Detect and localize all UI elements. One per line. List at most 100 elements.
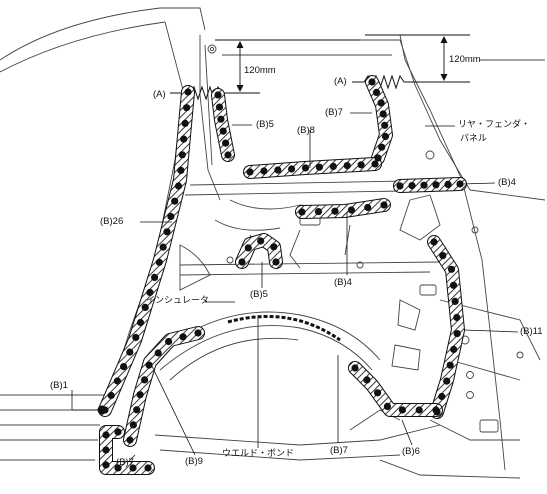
weld-b7-upper-label: (B)7 (325, 107, 343, 118)
band-b4-center-weld-point-6 (380, 201, 388, 209)
weld-zones (98, 75, 467, 475)
band-b11-weld-point-11 (438, 392, 446, 401)
band-b8-weld-point-9 (357, 161, 365, 169)
band-b26-weld-point-12 (155, 258, 163, 266)
weld-b1-label: (B)1 (50, 380, 68, 391)
band-b4-right-weld-point-3 (420, 181, 428, 189)
band-b8-weld-point-5 (301, 164, 310, 172)
band-b9-weld-point-1 (194, 329, 202, 337)
band-b5-lower-weld-point-2 (244, 244, 252, 252)
band-b26-weld-point-1 (184, 88, 192, 96)
band-b6-weld-point-4 (383, 402, 391, 410)
band-b9-weld-point-7 (136, 391, 144, 399)
weld-b4-right-label: (B)4 (498, 177, 516, 188)
weld-b8-label: (B)8 (297, 125, 315, 136)
band-b4-center-weld-point-1 (298, 208, 306, 216)
band-b11-weld-point-9 (446, 361, 454, 369)
band-b11-weld-point-7 (453, 330, 461, 338)
band-b9-weld-point-8 (133, 406, 141, 414)
band-b5-lower-weld-point-1 (238, 258, 246, 266)
band-b7-upper-weld-point-4 (379, 110, 387, 118)
band-b8-weld-point-2 (260, 167, 268, 175)
weld-b5-lower-label: (B)5 (250, 289, 268, 300)
band-b26-weld-point-5 (178, 151, 186, 159)
band-b9-weld-point-4 (154, 349, 162, 357)
band-b26-weld-point-9 (167, 212, 175, 221)
band-b11-weld-point-6 (453, 313, 461, 322)
band-b26-weld-point-6 (177, 166, 185, 174)
band-b7-bottom-left-weld-point-1 (114, 428, 122, 436)
band-b4-center-weld-point-2 (314, 208, 323, 216)
band-b4-center-weld-point-3 (331, 207, 339, 215)
band-b9-weld-point-3 (165, 337, 173, 346)
b1-weld-point (97, 405, 107, 415)
band-b5-upper-weld-point-3 (217, 115, 225, 123)
band-b7-upper-weld-point-1 (368, 78, 376, 86)
band-b7-upper-weld-point-7 (378, 143, 386, 151)
band-b11 (428, 236, 464, 418)
band-b7-bottom-left-weld-point-4 (102, 461, 110, 469)
band-b26-weld-point-10 (163, 228, 171, 236)
band-b4-center-weld-point-5 (364, 203, 372, 212)
weld-b6-label: (B)6 (402, 446, 420, 457)
band-b7-bottom-left-weld-point-7 (144, 464, 152, 472)
leader-lines (71, 112, 519, 463)
band-b5-upper-weld-point-4 (219, 127, 227, 135)
rear-fender-panel-label-line1: リヤ・フェンダ・ (458, 120, 531, 130)
band-b11-weld-point-10 (443, 377, 451, 385)
weld-b7-bottom-center-label: (B)7 (330, 445, 348, 456)
band-b6 (349, 362, 442, 416)
band-b11-weld-point-1 (430, 238, 438, 246)
band-b7-bottom-left-weld-point-6 (129, 464, 137, 472)
band-b5-upper-weld-point-6 (224, 151, 232, 159)
band-b4-right-weld-point-5 (444, 180, 452, 188)
band-b6-weld-point-5 (398, 406, 406, 414)
band-b6-weld-point-7 (432, 406, 440, 414)
band-b26-weld-point-4 (180, 135, 188, 143)
dimension-left-label: 120mm (244, 65, 276, 76)
band-b7-upper-weld-point-2 (372, 88, 381, 96)
weld-bond-label: ウエルド・ボンド (222, 449, 295, 459)
weld-b9-label: (B)9 (185, 456, 203, 467)
band-b7-upper-weld-point-5 (381, 121, 389, 129)
band-b26-weld-point-7 (174, 182, 183, 190)
band-b5-lower-weld-point-4 (270, 243, 278, 251)
band-b9-weld-point-9 (129, 421, 137, 429)
band-b6-weld-point-1 (351, 364, 359, 372)
band-b26-weld-point-16 (136, 318, 145, 327)
band-b5-lower-weld-point-3 (257, 237, 265, 245)
band-b5-upper-weld-point-1 (214, 91, 222, 99)
band-b11-weld-point-5 (451, 297, 459, 305)
band-b6-weld-point-2 (363, 376, 371, 384)
band-b26-weld-point-21 (107, 391, 115, 400)
cut-line-a-right-label: (A) (334, 76, 347, 87)
band-b8-weld-point-1 (246, 168, 254, 176)
band-b9-weld-point-10 (126, 436, 134, 444)
band-b8-weld-point-7 (329, 162, 337, 170)
band-b26-weld-point-8 (171, 197, 179, 205)
band-b8-weld-point-6 (315, 163, 323, 171)
cut-line-a-left-label: (A) (153, 89, 166, 100)
band-b8-weld-point-10 (371, 160, 379, 168)
band-b26-weld-point-11 (159, 243, 167, 251)
weld-bond-line (227, 314, 341, 342)
dimension-right-label: 120mm (449, 54, 481, 65)
band-b6-weld-point-6 (415, 406, 423, 414)
weld-b5-upper-label: (B)5 (256, 119, 274, 130)
band-b7-upper-weld-point-8 (374, 154, 382, 162)
weld-points (97, 78, 464, 472)
band-b26-weld-point-2 (183, 104, 191, 112)
band-b4-center-weld-point-4 (347, 206, 355, 214)
band-b6-weld-point-3 (374, 389, 382, 397)
band-b26-weld-point-17 (132, 333, 140, 342)
insulator-label: インシュレータ (146, 296, 209, 306)
band-b4-right-weld-point-4 (432, 181, 440, 189)
band-b8 (244, 158, 381, 178)
weld-b11-label: (B)11 (520, 326, 543, 337)
rear-fender-panel-label-line2: パネル (460, 134, 488, 144)
band-b5-upper-weld-point-2 (215, 103, 224, 111)
band-b26-weld-point-18 (126, 348, 134, 356)
band-b8-weld-point-4 (288, 165, 296, 173)
dimension-lines (215, 34, 470, 94)
band-b5-upper-weld-point-5 (222, 139, 230, 147)
